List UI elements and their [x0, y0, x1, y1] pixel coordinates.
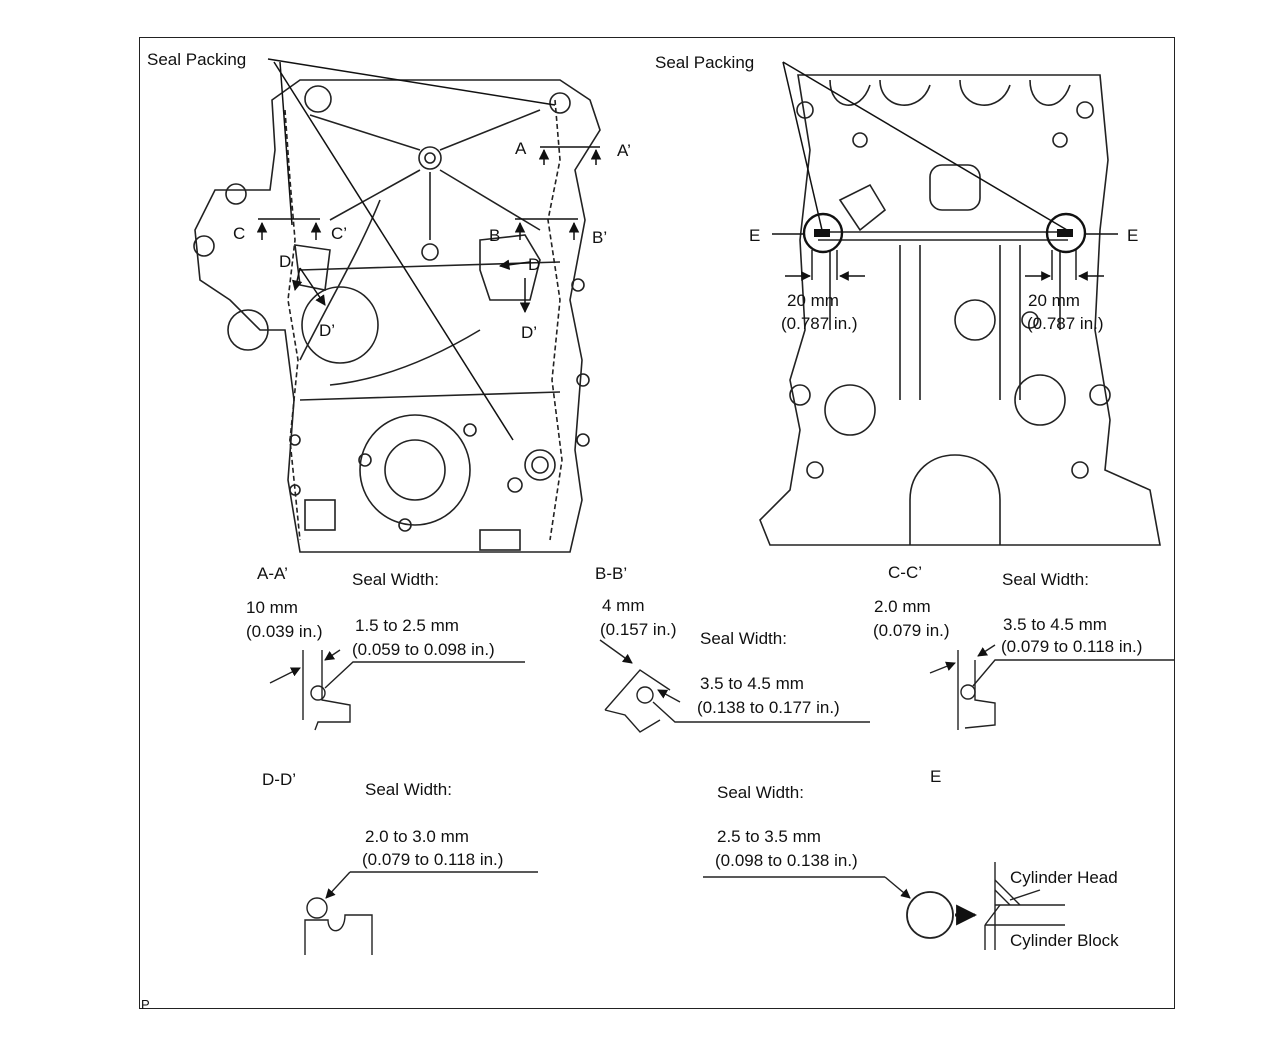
section-marker-d-left: [291, 267, 326, 306]
section-dd-width: 2.0 to 3.0 mm: [365, 827, 469, 846]
dim-left-inch: (0.787 in.): [781, 314, 858, 333]
marker-a-prime-label: A’: [617, 141, 631, 160]
marker-d-left-label: D: [279, 252, 292, 271]
marker-e-left-label: E: [749, 226, 761, 245]
section-e-title: E: [930, 767, 942, 786]
dimension-20mm-right: [1025, 250, 1104, 281]
section-aa-width-in: (0.059 to 0.098 in.): [352, 640, 495, 659]
seal-packing-leaders-right: [782, 61, 1068, 231]
section-e-markers: [772, 212, 1118, 254]
marker-c-label: C: [233, 224, 246, 243]
marker-a-label: A: [515, 139, 527, 158]
dim-left-value: 20 mm: [787, 291, 839, 310]
cylinder-block-drawing: [759, 74, 1161, 546]
section-bb-drawing: [599, 639, 870, 733]
marker-d-left-prime-label: D’: [319, 321, 336, 340]
section-cc-offset-in: (0.079 in.): [873, 621, 950, 640]
section-e-drawing: [703, 862, 1065, 950]
section-cc-width-in: (0.079 to 0.118 in.): [1001, 637, 1143, 656]
section-aa-width: 1.5 to 2.5 mm: [355, 616, 459, 635]
marker-c-prime-label: C’: [331, 224, 348, 243]
section-marker-a: [538, 146, 602, 165]
section-e-width-in: (0.098 to 0.138 in.): [715, 851, 858, 870]
seal-packing-label-left: Seal Packing: [147, 50, 247, 69]
section-cc-width-label: Seal Width:: [1002, 570, 1089, 589]
section-cc-title: C-C’: [888, 563, 922, 582]
cylinder-block-label: Cylinder Block: [1010, 931, 1119, 950]
section-marker-b: [514, 218, 580, 240]
section-cc-offset: 2.0 mm: [874, 597, 931, 616]
diagram-frame: [139, 37, 1175, 1009]
timing-cover-drawing: [193, 79, 601, 553]
seal-packing-label-right: Seal Packing: [655, 53, 755, 72]
section-dd-width-label: Seal Width:: [365, 780, 452, 799]
section-e-width-label: Seal Width:: [717, 783, 804, 802]
cylinder-head-label: Cylinder Head: [1010, 868, 1118, 887]
section-bb-width-label: Seal Width:: [700, 629, 787, 648]
dim-right-value: 20 mm: [1028, 291, 1080, 310]
dim-right-inch: (0.787 in.): [1027, 314, 1104, 333]
section-marker-c: [256, 218, 322, 240]
marker-d-right-prime-label: D’: [521, 323, 538, 342]
section-aa-width-label: Seal Width:: [352, 570, 439, 589]
marker-d-right-label: D: [528, 255, 541, 274]
marker-b-label: B: [489, 226, 501, 245]
section-dd-drawing: [304, 871, 538, 955]
marker-b-prime-label: B’: [592, 228, 608, 247]
section-dd-title: D-D’: [262, 770, 296, 789]
marker-e-right-label: E: [1127, 226, 1139, 245]
section-aa-offset: 10 mm: [246, 598, 298, 617]
section-cc-drawing: [929, 644, 1175, 730]
section-bb-width-in: (0.138 to 0.177 in.): [697, 698, 840, 717]
section-aa-offset-in: (0.039 in.): [246, 622, 323, 641]
section-bb-offset-in: (0.157 in.): [600, 620, 677, 639]
corner-mark: P: [141, 997, 150, 1012]
section-cc-width: 3.5 to 4.5 mm: [1003, 615, 1107, 634]
dimension-20mm-left: [785, 250, 865, 281]
section-dd-width-in: (0.079 to 0.118 in.): [362, 850, 504, 869]
section-aa-title: A-A’: [257, 564, 288, 583]
section-bb-width: 3.5 to 4.5 mm: [700, 674, 804, 693]
section-e-width: 2.5 to 3.5 mm: [717, 827, 821, 846]
section-bb-title: B-B’: [595, 564, 628, 583]
seal-packing-leaders-left: [267, 58, 556, 441]
section-marker-d-right: [498, 259, 531, 314]
section-bb-offset: 4 mm: [602, 596, 645, 615]
section-aa-drawing: [269, 649, 525, 731]
